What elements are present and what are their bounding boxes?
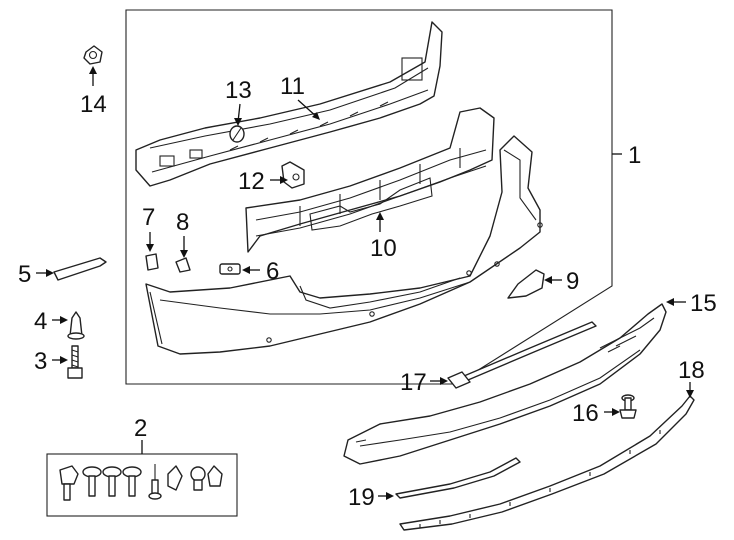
- energy-absorber: [245, 107, 495, 253]
- callout-2: 2: [134, 415, 147, 442]
- nut-14: [83, 45, 103, 65]
- callout-13: 13: [225, 77, 252, 104]
- reinforcement-beam: [135, 21, 443, 187]
- callout-10: 10: [370, 235, 397, 262]
- assembly-frame: [125, 9, 613, 385]
- push-pin-4: [67, 311, 85, 340]
- callout-4: 4: [34, 308, 47, 335]
- bracket-8: [175, 257, 191, 273]
- callout-11: 11: [280, 73, 305, 100]
- callout-15: 15: [690, 290, 717, 317]
- callout-19: 19: [348, 484, 375, 511]
- callout-8: 8: [176, 209, 189, 236]
- clip-6: [219, 263, 241, 275]
- callout-14: 14: [80, 91, 107, 118]
- bolt-16: [619, 394, 637, 419]
- callout-6: 6: [266, 258, 279, 285]
- callout-5: 5: [18, 261, 31, 288]
- bolt-3: [67, 345, 83, 379]
- hardware-kit: [46, 440, 238, 517]
- callout-17: 17: [400, 369, 427, 396]
- callout-9: 9: [566, 268, 579, 295]
- lower-valance: [343, 303, 667, 465]
- strip-5: [53, 257, 107, 281]
- bracket-12: [281, 161, 305, 189]
- bumper-cover: [145, 135, 543, 355]
- callout-16: 16: [572, 400, 599, 427]
- callout-3: 3: [34, 348, 47, 375]
- bracket-7: [145, 253, 159, 271]
- trim-strip-18: [399, 395, 695, 531]
- clip-13: [229, 125, 245, 143]
- callout-1: 1: [628, 142, 641, 169]
- chrome-strip-19: [395, 457, 521, 499]
- bracket-9: [507, 269, 545, 299]
- callout-12: 12: [238, 168, 265, 195]
- trim-strip-17: [447, 321, 597, 389]
- callout-7: 7: [142, 204, 155, 231]
- callout-18: 18: [678, 357, 705, 384]
